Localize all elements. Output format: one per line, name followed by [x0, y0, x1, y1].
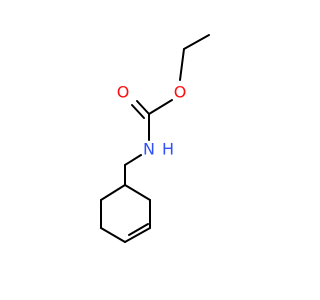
ether-oxygen-label: O — [174, 83, 187, 102]
bond-carbonyl-double-1 — [136, 100, 150, 115]
ring-bond-6 — [124, 184, 151, 201]
amine-hydrogen-label: H — [162, 140, 174, 159]
bond-ch3-ch2 — [183, 34, 210, 50]
amine-nitrogen-label: N — [143, 140, 155, 159]
ring-double-bond-inner — [128, 223, 149, 236]
bond-n-ch2 — [124, 154, 142, 166]
ring-bond-3 — [100, 227, 126, 243]
carbonyl-oxygen-label: O — [117, 83, 130, 102]
bond-ch2-ether-o — [179, 48, 185, 81]
ring-bond-1 — [100, 184, 126, 201]
bond-ether-o-carbonyl-c — [148, 99, 173, 115]
ring-bond-4 — [124, 227, 151, 243]
bond-carbonyl-double-2 — [131, 104, 145, 119]
